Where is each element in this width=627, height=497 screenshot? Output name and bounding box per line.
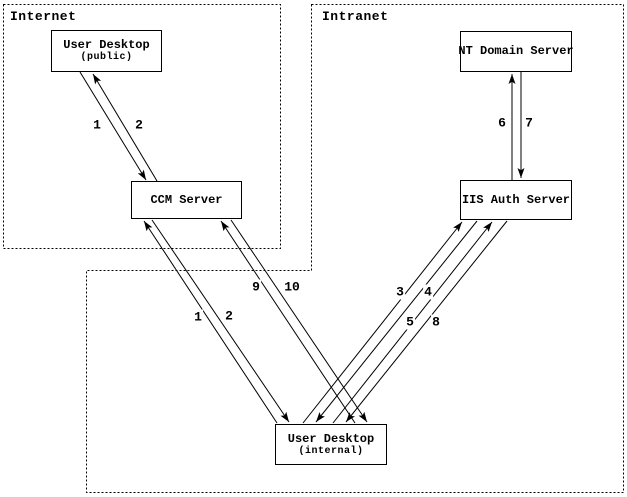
edge-step-label-1: 1 [92, 117, 102, 133]
edge-step-label-2: 2 [134, 117, 144, 133]
edge-step-label-1: 1 [193, 309, 203, 325]
edge-line-user-desktop-internal-to-iis-auth-server-step-3 [302, 221, 463, 424]
edge-line-ccm-server-to-user-desktop-internal-step-2 [151, 219, 290, 423]
edge-step-label-8: 8 [431, 314, 441, 330]
node-ccm-server: CCM Server [131, 181, 242, 219]
zone-label-intranet: Intranet [322, 9, 389, 24]
edge-step-label-2: 2 [224, 308, 234, 324]
edge-step-label-6: 6 [497, 115, 507, 131]
node-title: User Desktop [287, 431, 375, 446]
node-title: IIS Auth Server [461, 192, 571, 207]
edge-line-ccm-server-to-user-desktop-internal-step-10 [230, 219, 368, 423]
edge-line-user-desktop-internal-to-ccm-server-step-1 [143, 220, 278, 424]
edge-step-label-10: 10 [283, 279, 301, 295]
edge-line-iis-auth-server-to-user-desktop-internal-step-4 [315, 220, 478, 423]
node-title: NT Domain Server [458, 44, 574, 58]
zone-outline-intranet [86, 4, 624, 493]
edge-step-label-5: 5 [405, 314, 415, 330]
edge-line-ccm-server-to-user-desktop-public-step-2 [92, 73, 158, 182]
node-user-desktop-internal: User Desktop (internal) [275, 424, 387, 465]
node-title: CCM Server [150, 192, 223, 207]
node-title: User Desktop [63, 38, 150, 52]
node-iis-auth-server: IIS Auth Server [460, 180, 572, 220]
edge-step-label-7: 7 [524, 115, 534, 131]
edge-line-user-desktop-internal-to-ccm-server-step-9 [220, 220, 356, 424]
node-user-desktop-public: User Desktop (public) [51, 30, 162, 72]
node-nt-domain-server: NT Domain Server [458, 31, 574, 72]
edge-step-label-3: 3 [395, 284, 405, 300]
zone-label-internet: Internet [10, 9, 77, 24]
edge-line-user-desktop-public-to-ccm-server-step-1 [79, 71, 147, 181]
edge-line-iis-auth-server-to-user-desktop-internal-step-8 [345, 220, 508, 423]
edge-step-label-9: 9 [251, 279, 261, 295]
zone-outline-internet [3, 4, 281, 249]
node-subtitle: (public) [80, 52, 133, 63]
node-subtitle: (internal) [298, 445, 364, 457]
edge-step-label-4: 4 [423, 284, 433, 300]
